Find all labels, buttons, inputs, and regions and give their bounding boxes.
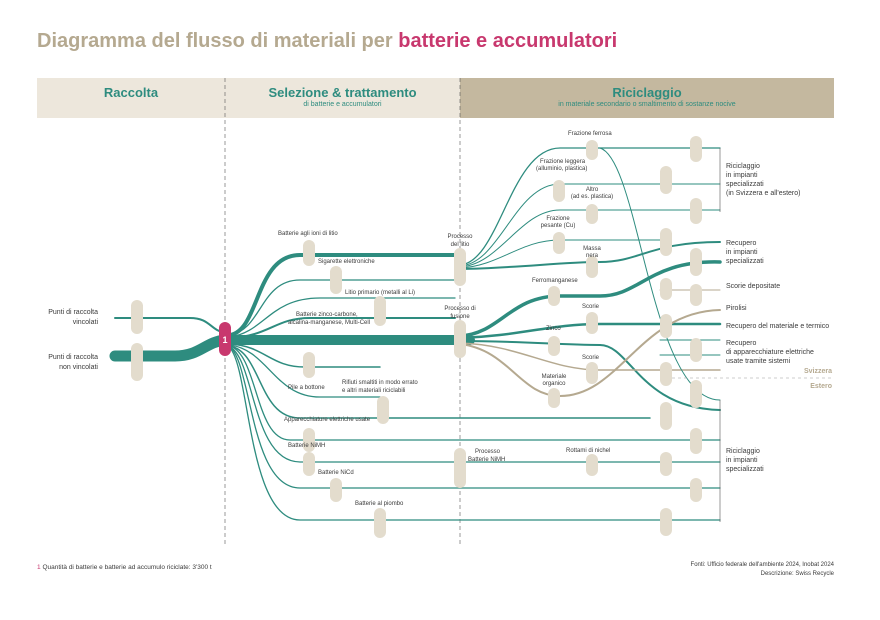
battery-nicd-label: Batterie NiCd [318,470,354,476]
battery-rifiuti-label-2: e altri materiali riciclabili [342,388,405,394]
battery-sigarette-label: Sigarette elettroniche [318,259,375,265]
battery-zinco-label-2: alcalina-manganese, Multi-Cell [288,320,370,326]
fraction-zinco-label: Zinco [546,326,561,332]
source-vincolati-line2: vincolati [73,319,99,326]
process-litio-label-2: del litio [451,242,470,248]
flows [109,147,722,521]
fraction-massa-nera-label-1: Massa [583,246,601,252]
fraction-pesante-label-2: pesante (Cu) [541,223,576,229]
fraction-organico-label-2: organico [542,381,566,387]
fraction-altro-label-2: (ad es. plastica) [571,194,613,200]
section-riciclaggio-title: Riciclaggio [612,85,682,100]
hub-label: 1 [222,335,227,345]
source-non-vincolati-line2: non vincolati [59,364,98,371]
section-riciclaggio: Riciclaggio in materiale secondario o sm… [460,78,834,118]
section-selezione: Selezione & trattamento di batterie e ac… [225,78,460,118]
output-riciclaggio-bottom-1: Riciclaggio [726,448,760,455]
process-fusione-label-1: Processo di [444,306,475,312]
fraction-leggera-label-1: Frazione leggera [540,159,586,165]
fraction-scorie-1-label: Scorie [582,304,600,310]
footer-description: Descrizione: Swiss Recycle [760,571,834,577]
battery-piombo-label: Batterie al piombo [355,501,404,507]
country-estero: Estero [810,383,832,390]
footer-note: 1 Quantità di batterie e batterie ad acc… [37,564,212,571]
fraction-organico-label-1: Materiale [542,374,567,380]
output-riciclaggio-bottom-2: in impianti [726,457,758,464]
fraction-massa-nera-label-2: nera [586,253,599,259]
fraction-ferromanganese-label: Ferromanganese [532,278,578,284]
country-svizzera: Svizzera [804,368,832,375]
process-fusione-label-2: fusione [450,314,470,320]
output-recupero-impianti-2: in impianti [726,249,758,256]
section-raccolta-title: Raccolta [103,85,159,100]
nodes [131,136,702,538]
footer-sources: Fonti: Ufficio federale dell'ambiente 20… [690,562,834,568]
diagram-title: Diagramma del flusso di materiali per ba… [37,30,618,52]
section-riciclaggio-subtitle: in materiale secondario o smaltimento di… [558,101,736,108]
output-scorie-depositate: Scorie depositate [726,283,780,290]
fraction-ferrosa-label: Frazione ferrosa [568,131,612,137]
output-riciclaggio-top-2: in impianti [726,172,758,179]
battery-apparecchiature-label: Apparecchiature elettriche usate [284,417,371,423]
output-riciclaggio-top-4: (in Svizzera e all'estero) [726,190,800,197]
output-pirolisi: Pirolisi [726,305,747,312]
battery-litio-label: Batterie agli ioni di litio [278,231,338,237]
process-nimh-label-2: Batterie NiMH [468,457,505,463]
source-non-vincolati-line1: Punti di raccolta [48,354,98,361]
fraction-leggera-label-2: (alluminio, plastica) [536,166,587,172]
section-selezione-title: Selezione & trattamento [268,85,417,100]
column-dividers [224,78,461,545]
output-recupero-impianti-1: Recupero [726,240,756,247]
process-litio-label-1: Processo [447,234,473,240]
section-raccolta: Raccolta [37,78,225,118]
battery-litio-primario-label: Litio primario (metalli al Li) [345,290,415,296]
output-riciclaggio-top-1: Riciclaggio [726,163,760,170]
output-recupero-termico: Recupero del materiale e termico [726,323,829,330]
output-recupero-impianti-3: specializzati [726,258,764,265]
section-selezione-subtitle: di batterie e accumulatori [303,101,382,108]
fraction-scorie-2-label: Scorie [582,355,600,361]
battery-rifiuti-label-1: Rifiuti smaltiti in modo errato [342,380,418,386]
output-recupero-app-3: usate tramite sistemi [726,358,791,365]
process-nimh-label-1: Processo [475,449,501,455]
hub-node [219,322,231,356]
output-riciclaggio-top-3: specializzati [726,181,764,188]
fraction-pesante-label-1: Frazione [546,216,570,222]
fraction-rottami-label: Rottami di nichel [566,448,610,454]
battery-bottone-label: Pile a bottone [288,385,325,391]
output-recupero-app-1: Recupero [726,340,756,347]
source-vincolati-line1: Punti di raccolta [48,309,98,316]
battery-nimh-label: Batterie NiMH [288,443,325,449]
output-riciclaggio-bottom-3: specializzati [726,466,764,473]
fraction-altro-label-1: Altro [586,187,599,193]
output-recupero-app-2: di apparecchiature elettriche [726,349,814,356]
battery-zinco-label-1: Batterie zinco-carbone, [296,312,358,318]
